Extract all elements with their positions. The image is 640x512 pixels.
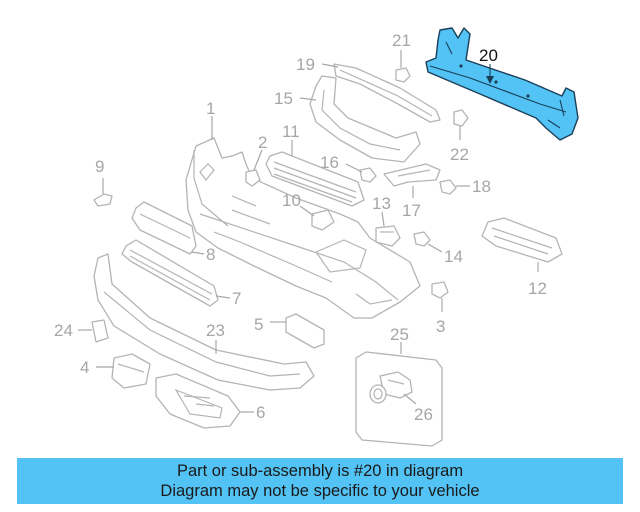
part-26-sensor[interactable] — [369, 371, 413, 404]
part-3-clip[interactable] — [431, 281, 449, 299]
label-9: 9 — [95, 157, 104, 176]
label-15: 15 — [274, 89, 293, 108]
part-7-lower-grille[interactable] — [121, 239, 219, 307]
label-3: 3 — [436, 317, 445, 336]
part-15-grille-frame[interactable] — [309, 75, 421, 163]
label-5: 5 — [254, 315, 263, 334]
part-9-bracket[interactable] — [93, 193, 113, 207]
label-7: 7 — [232, 289, 241, 308]
label-1: 1 — [206, 99, 215, 118]
label-25: 25 — [390, 325, 409, 344]
part-2-clip[interactable] — [245, 169, 261, 187]
label-19: 19 — [296, 55, 315, 74]
label-2: 2 — [258, 133, 267, 152]
label-4: 4 — [80, 358, 89, 377]
part-13-bracket[interactable] — [375, 225, 401, 247]
part-18-clip[interactable] — [439, 179, 457, 195]
part-6-fog-bezel[interactable] — [155, 373, 241, 429]
parts-diagram: 20 19 21 15 22 1 2 — [54, 27, 579, 447]
part-20-reinforcement-bar[interactable] — [425, 27, 579, 141]
label-21: 21 — [392, 31, 411, 50]
part-14-clip[interactable] — [413, 231, 431, 247]
label-24: 24 — [54, 321, 73, 340]
part-5-reflector[interactable] — [285, 313, 325, 349]
part-24-plate[interactable] — [91, 319, 109, 343]
label-18: 18 — [472, 177, 491, 196]
label-22: 22 — [450, 145, 469, 164]
label-10: 10 — [282, 191, 301, 210]
part-10-cover[interactable] — [311, 209, 335, 231]
label-20: 20 — [479, 46, 498, 65]
part-11-grille-insert[interactable] — [265, 151, 365, 207]
part-8-plate-bracket[interactable] — [131, 201, 197, 255]
label-14: 14 — [444, 247, 463, 266]
label-11: 11 — [282, 122, 300, 141]
banner-line-2: Diagram may not be specific to your vehi… — [160, 482, 480, 500]
label-17: 17 — [402, 201, 421, 220]
part-1-bumper-cover[interactable] — [185, 137, 421, 319]
label-16: 16 — [320, 153, 339, 172]
label-8: 8 — [206, 245, 215, 264]
banner-line-1: Part or sub-assembly is #20 in diagram — [176, 462, 464, 480]
part-12-side-grille[interactable] — [481, 217, 563, 263]
part-25-sensor-box[interactable] — [355, 351, 443, 447]
part-19-upper-trim[interactable] — [333, 63, 441, 123]
label-23: 23 — [206, 321, 225, 340]
info-banner: Part or sub-assembly is #20 in diagram D… — [17, 458, 623, 504]
part-21-clip[interactable] — [395, 67, 411, 83]
part-16-clip[interactable] — [359, 167, 377, 183]
label-26: 26 — [414, 405, 433, 424]
label-12: 12 — [528, 279, 547, 298]
part-22-clip[interactable] — [453, 109, 469, 127]
part-4-lamp[interactable] — [111, 353, 151, 389]
label-13: 13 — [372, 194, 391, 213]
part-23-lower-spoiler[interactable] — [93, 253, 315, 391]
label-6: 6 — [256, 403, 265, 422]
part-17-bracket[interactable] — [383, 163, 441, 187]
